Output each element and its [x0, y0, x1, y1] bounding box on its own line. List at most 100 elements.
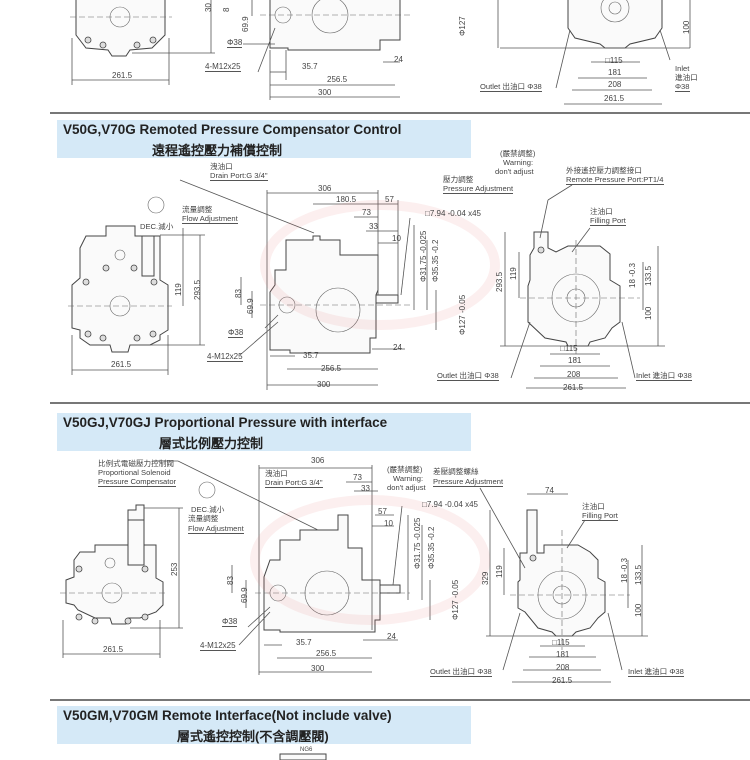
label-warning-zh: (嚴禁調整) — [500, 149, 536, 158]
label-filling-zh: 注油口 — [590, 207, 613, 216]
dim-83-partial: 8 — [222, 7, 231, 12]
dim-35: 35.7 — [302, 62, 318, 71]
dim-256: 256.5 — [321, 364, 342, 373]
section-title-zh: 層式遙控控制(不含調壓閥) — [177, 729, 329, 744]
dim-24: 24 — [394, 55, 403, 64]
dim-208: 208 — [608, 80, 622, 89]
label-filling-zh: 注油口 — [582, 502, 605, 511]
dim-261: 261.5 — [563, 383, 584, 392]
dim-shaft-31: Φ31.75 -0.025 — [413, 517, 422, 569]
top-front-view — [70, 0, 215, 85]
label-remote-en: Remote Pressure Port:PT1/4 — [566, 175, 664, 185]
dim-shaft-127: Φ127 -0.05 — [451, 579, 460, 620]
section-banner-v50gm: V50GM,V70GM Remote Interface(Not include… — [57, 706, 471, 744]
label-filling-en: Filling Port — [590, 216, 626, 226]
label-pressure-en: Pressure Adjustment — [443, 184, 514, 194]
label-warning-en: Warning: — [393, 474, 424, 483]
label-flow-zh: 流量調整 — [188, 514, 219, 523]
dim-256: 256.5 — [327, 75, 348, 84]
dim-shaft-35: Φ35.35 -0.2 — [431, 239, 440, 282]
dim-sq: □115 — [552, 638, 570, 647]
dim-69: 69.9 — [246, 298, 255, 314]
label-flow-en: Flow Adjustment — [182, 214, 238, 224]
v50g-rear-view — [500, 184, 665, 389]
dim-18: 18 -0.3 — [620, 558, 629, 583]
dim-100: 100 — [634, 603, 643, 617]
watermark — [250, 495, 490, 625]
dim-119: 119 — [509, 267, 518, 280]
dim-100: 100 — [682, 20, 691, 34]
dim-width: 261.5 — [112, 71, 133, 80]
v50g-front-view — [68, 196, 205, 375]
label-port-dia: Φ38 — [228, 328, 244, 338]
label-flow-zh: 流量調整 — [182, 205, 213, 214]
label-bolts: 4-M12x25 — [200, 641, 236, 651]
section-title-zh: 層式比例壓力控制 — [159, 436, 264, 451]
label-solenoid-zh: 比例式電磁壓力控制閥 — [98, 459, 174, 468]
dim-width: 261.5 — [103, 645, 124, 654]
dim-300: 300 — [318, 88, 332, 97]
section-banner-v50gj: V50GJ,V70GJ Proportional Pressure with i… — [57, 413, 471, 451]
label-pressure-en: Pressure Adjustment — [433, 477, 504, 487]
section-banner-v50g: V50G,V70G Remoted Pressure Compensator C… — [57, 120, 471, 158]
dim-shaft-35: Φ35.35 -0.2 — [427, 526, 436, 569]
label-key: □7.94 -0.04 x45 — [425, 209, 481, 218]
dim-208: 208 — [556, 663, 570, 672]
label-pressure-zh: 差壓調整螺絲 — [433, 467, 479, 476]
dim-73: 73 — [353, 473, 362, 482]
dim-261: 261.5 — [552, 676, 573, 685]
section-title-en: V50G,V70G Remoted Pressure Compensator C… — [63, 122, 402, 137]
dim-133: 133.5 — [644, 265, 653, 286]
dim-300: 300 — [311, 664, 325, 673]
dim-69: 69.9 — [240, 587, 249, 603]
watermark — [260, 200, 500, 330]
dim-35: 35.7 — [296, 638, 312, 647]
dim-73: 73 — [362, 208, 371, 217]
dim-24: 24 — [387, 632, 396, 641]
dim-74: 74 — [545, 486, 554, 495]
dim-69: 69.9 — [241, 16, 250, 32]
dim-height-partial: 30 — [204, 3, 213, 12]
dim-10: 10 — [384, 519, 393, 528]
dim-208: 208 — [567, 370, 581, 379]
label-solenoid-en2: Pressure Compensator — [98, 477, 177, 487]
dim-119: 119 — [174, 283, 183, 296]
label-remote-zh: 外接遙控壓力調整接口 — [566, 166, 642, 175]
dim-shaft-31: Φ31.75 -0.025 — [419, 230, 428, 282]
dim-253: 253 — [170, 562, 179, 576]
dim-293: 293.5 — [193, 279, 202, 300]
label-pressure-zh: 壓力調整 — [443, 175, 474, 184]
dim-24: 24 — [393, 343, 402, 352]
dim-181: 181 — [608, 68, 622, 77]
dim-119: 119 — [495, 565, 504, 578]
label-flow-en: Flow Adjustment — [188, 524, 244, 534]
dim-181: 181 — [556, 650, 570, 659]
dim-306: 306 — [311, 456, 325, 465]
dim-133: 133.5 — [634, 564, 643, 585]
dim-width: 261.5 — [111, 360, 132, 369]
section-title-zh: 遠程遙控壓力補償控制 — [152, 143, 283, 158]
dim-33: 33 — [369, 222, 378, 231]
dim-10: 10 — [392, 234, 401, 243]
top-side-view — [243, 0, 410, 100]
label-bolts: 4-M12x25 — [207, 352, 243, 362]
dim-300: 300 — [317, 380, 331, 389]
label-solenoid-en1: Proportional Solenoid — [98, 468, 171, 477]
dim-83: 83 — [226, 576, 235, 585]
dim-180: 180.5 — [336, 195, 357, 204]
dim-306: 306 — [318, 184, 332, 193]
label-inlet-dia: Φ38 — [675, 82, 690, 92]
label-rotation: DEC.減小 — [191, 505, 225, 514]
dim-57: 57 — [378, 507, 387, 516]
label-inlet-zh: 進油口 — [675, 73, 698, 82]
label-inlet-en: Inlet — [675, 64, 690, 73]
v50gm-partial-drawing — [279, 753, 327, 760]
dim-181: 181 — [568, 356, 582, 365]
dim-shaft: Φ127 — [458, 16, 467, 36]
label-drain-en: Drain Port:G 3/4" — [210, 171, 268, 181]
label-filling-en: Filling Port — [582, 511, 618, 521]
label-outlet: Outlet 出油口 Φ38 — [480, 82, 542, 92]
dim-shaft-127: Φ127 -0.05 — [458, 294, 467, 335]
dim-100: 100 — [644, 306, 653, 320]
label-drain-en: Drain Port:G 3/4" — [265, 478, 323, 488]
